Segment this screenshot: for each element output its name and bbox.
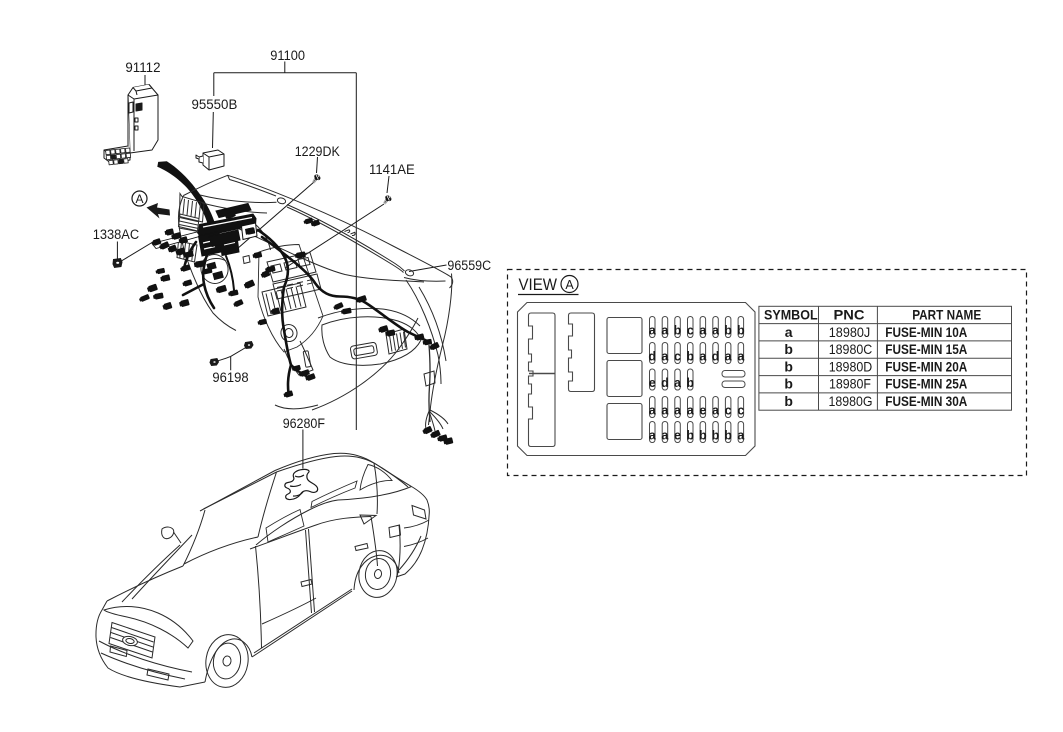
svg-text:VIEW: VIEW — [519, 276, 558, 294]
svg-text:a: a — [687, 404, 695, 418]
svg-text:b: b — [784, 376, 793, 392]
svg-text:b: b — [712, 429, 720, 443]
svg-text:b: b — [686, 350, 694, 364]
svg-text:b: b — [686, 429, 694, 443]
svg-text:PNC: PNC — [834, 307, 865, 323]
svg-text:18980F: 18980F — [829, 376, 871, 392]
svg-text:1229DK: 1229DK — [295, 144, 340, 159]
svg-text:a: a — [712, 324, 720, 338]
svg-text:A: A — [565, 278, 574, 292]
svg-text:FUSE-MIN 20A: FUSE-MIN 20A — [885, 358, 967, 374]
svg-text:b: b — [699, 429, 707, 443]
svg-text:a: a — [661, 429, 669, 443]
svg-text:95550B: 95550B — [192, 97, 238, 112]
svg-text:e: e — [699, 404, 706, 418]
svg-text:e: e — [674, 429, 681, 443]
svg-text:A: A — [135, 192, 143, 206]
svg-text:a: a — [674, 404, 682, 418]
svg-text:96559C: 96559C — [447, 258, 491, 273]
svg-text:FUSE-MIN 15A: FUSE-MIN 15A — [885, 341, 967, 357]
svg-text:18980D: 18980D — [829, 358, 873, 374]
svg-text:b: b — [724, 429, 732, 443]
svg-text:a: a — [661, 324, 669, 338]
svg-text:b: b — [784, 358, 793, 374]
svg-text:a: a — [674, 376, 682, 390]
svg-text:a: a — [699, 324, 707, 338]
svg-text:d: d — [648, 350, 656, 364]
svg-text:a: a — [661, 404, 669, 418]
svg-text:a: a — [737, 429, 745, 443]
svg-text:b: b — [737, 324, 745, 338]
svg-text:a: a — [737, 350, 745, 364]
svg-text:1338AC: 1338AC — [93, 227, 140, 242]
svg-text:d: d — [712, 350, 720, 364]
svg-text:b: b — [674, 324, 682, 338]
svg-text:b: b — [724, 324, 732, 338]
svg-text:a: a — [699, 350, 707, 364]
svg-text:a: a — [712, 404, 720, 418]
svg-text:a: a — [649, 404, 657, 418]
svg-text:18980C: 18980C — [829, 341, 873, 357]
svg-text:91100: 91100 — [270, 48, 305, 63]
svg-text:c: c — [737, 404, 744, 418]
svg-text:b: b — [784, 393, 793, 409]
svg-text:18980J: 18980J — [829, 324, 871, 340]
svg-text:91112: 91112 — [125, 60, 160, 75]
svg-text:FUSE-MIN 25A: FUSE-MIN 25A — [885, 376, 967, 392]
svg-text:e: e — [649, 376, 656, 390]
svg-text:a: a — [649, 429, 657, 443]
svg-text:c: c — [687, 324, 694, 338]
svg-text:a: a — [661, 350, 669, 364]
svg-text:b: b — [784, 341, 793, 357]
svg-text:18980G: 18980G — [829, 393, 873, 409]
svg-text:c: c — [674, 350, 681, 364]
svg-text:SYMBOL: SYMBOL — [764, 307, 818, 323]
svg-text:PART NAME: PART NAME — [912, 307, 981, 323]
svg-text:96280F: 96280F — [283, 416, 325, 431]
svg-text:a: a — [785, 324, 793, 340]
svg-text:FUSE-MIN 30A: FUSE-MIN 30A — [885, 393, 967, 409]
svg-text:d: d — [661, 376, 669, 390]
svg-text:96198: 96198 — [212, 370, 248, 385]
svg-text:1141AE: 1141AE — [369, 162, 415, 177]
svg-text:c: c — [725, 404, 732, 418]
svg-text:FUSE-MIN 10A: FUSE-MIN 10A — [885, 324, 967, 340]
svg-text:a: a — [725, 350, 733, 364]
svg-text:a: a — [649, 324, 657, 338]
svg-text:b: b — [686, 376, 694, 390]
